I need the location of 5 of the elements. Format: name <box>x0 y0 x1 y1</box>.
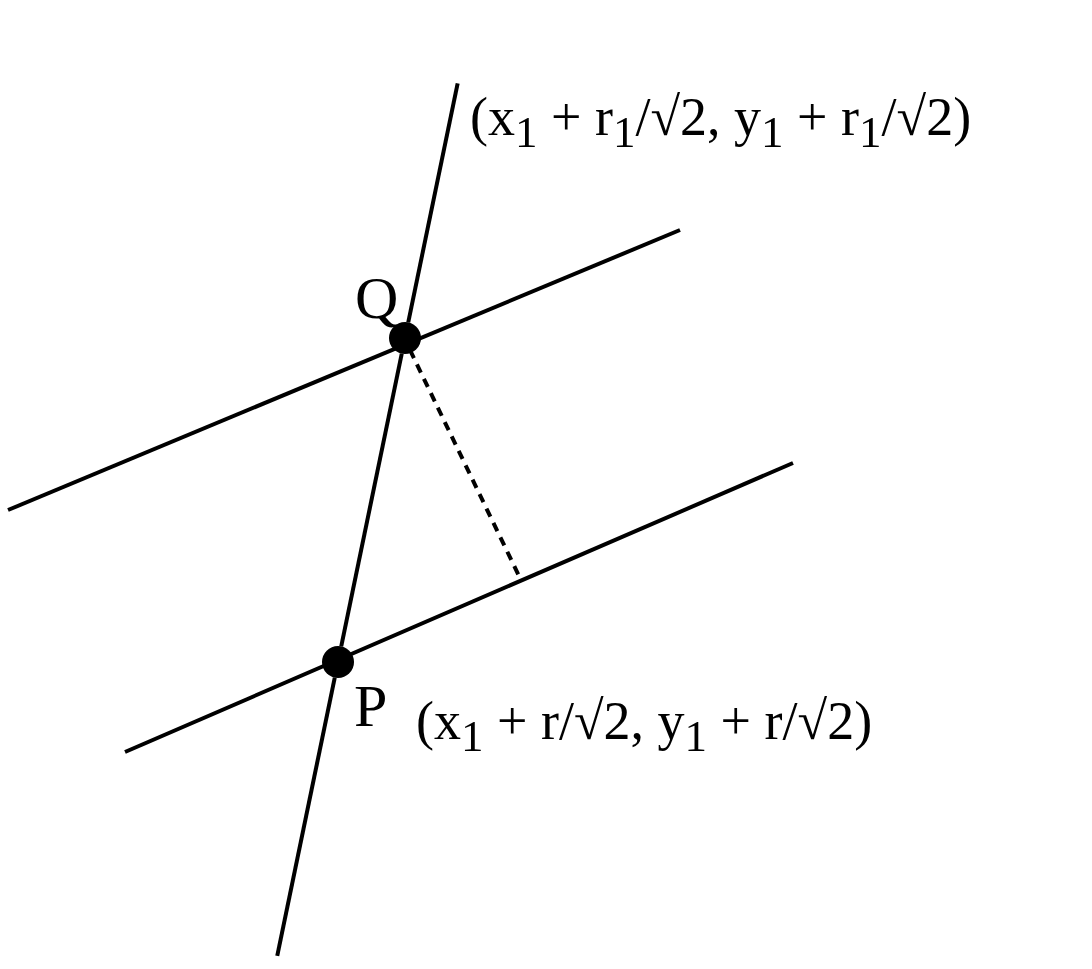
line <box>339 353 404 647</box>
coordinate-formula: (x$_{1}$ + r/√2, y$_{1}$ + r/√2) <box>416 694 873 759</box>
point-label: Q <box>355 268 399 328</box>
point-label: P <box>354 676 388 736</box>
coordinate-formula: (x$_{1}$ + r$_{1}$/√2, y$_{1}$ + r$_{1}$/√2) <box>470 90 972 155</box>
